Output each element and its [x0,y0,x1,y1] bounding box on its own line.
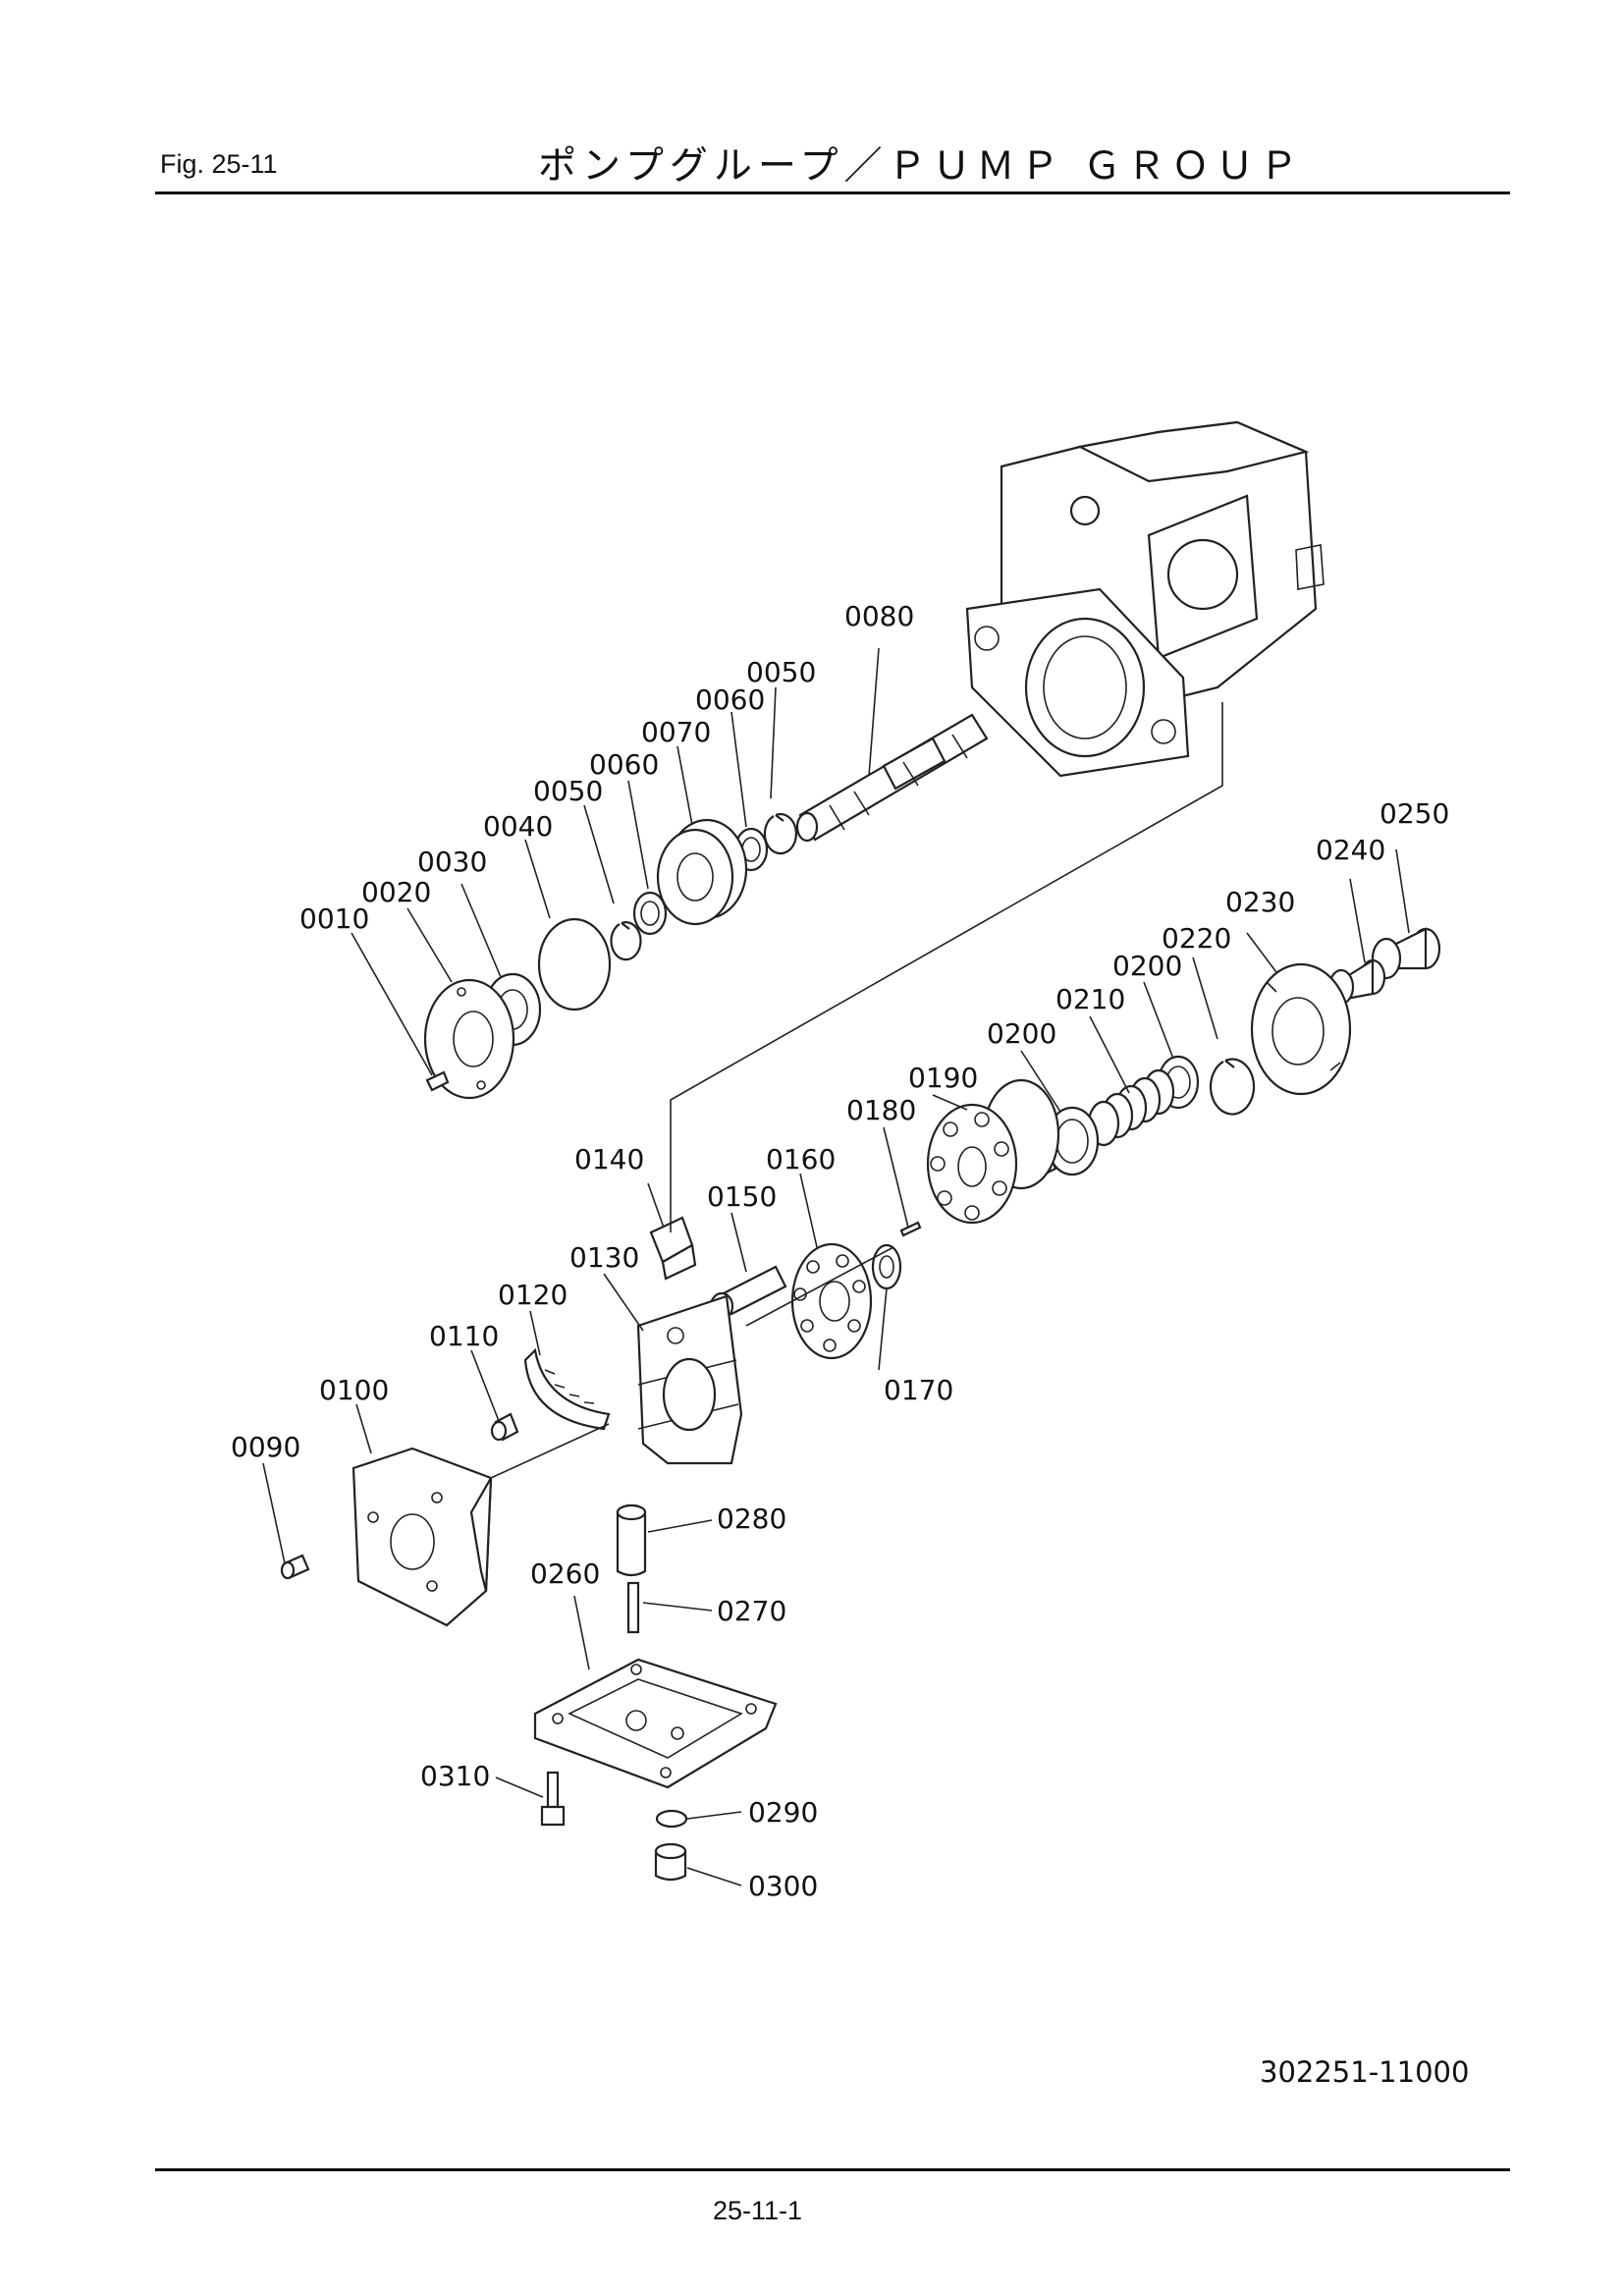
part-label-0180: 0180 [846,1094,916,1126]
part-label-0050a: 0050 [533,775,603,807]
part-label-0030: 0030 [417,846,487,878]
plate-0230-part [1250,962,1352,1096]
header-rule [155,191,1510,194]
part-label-0150: 0150 [707,1180,777,1213]
swash-plate-0130-part [636,1294,743,1465]
part-label-0240: 0240 [1316,834,1385,866]
part-label-0210: 0210 [1055,983,1125,1015]
washer-0060a-part [632,891,668,936]
pin-0180-part [899,1221,922,1237]
part-label-0260: 0260 [530,1558,600,1590]
part-label-0140: 0140 [574,1143,644,1175]
footer-rule [155,2168,1510,2171]
o-ring-0290-part [655,1809,688,1829]
bushing-0240-part [1327,958,1386,1006]
part-label-0010: 0010 [299,902,369,935]
part-label-0020: 0020 [361,876,431,908]
page-number: 25-11-1 [713,2196,803,2225]
part-label-0160: 0160 [766,1143,836,1175]
part-label-0040: 0040 [483,810,553,843]
shoe-block-0140-part [649,1216,697,1281]
pump-housing-part [965,420,1325,778]
part-number-labels: 0010 0020 0030 0040 0050 0060 0070 0060 … [231,600,1449,1902]
part-label-0310: 0310 [420,1760,490,1792]
figure-number: Fig. 25-11 [160,149,278,179]
part-label-0270: 0270 [717,1595,786,1627]
cover-plate-0020-part [423,978,515,1100]
plug-0300-part [654,1842,687,1882]
drawing-number: 302251-11000 [1260,2055,1470,2089]
pin-0110-part [490,1412,519,1442]
drive-shaft-part [795,713,989,843]
part-label-0280: 0280 [717,1503,786,1535]
cylinder-block-0190-part [926,1078,1060,1225]
part-label-0130: 0130 [569,1241,639,1274]
part-label-0100: 0100 [319,1374,389,1406]
leader-lines [262,647,1410,1886]
cover-0260-part [533,1658,778,1789]
part-label-0170: 0170 [884,1374,953,1406]
page-title: ポンプグループ／ＰＵＭＰ ＧＲＯＵＰ [538,144,1304,189]
bearing-0070-part [656,818,748,926]
part-label-0190: 0190 [908,1062,978,1094]
part-label-0290: 0290 [748,1796,818,1829]
retainer-plate-0160-part [790,1242,873,1360]
part-label-0110: 0110 [429,1320,499,1352]
part-label-0250: 0250 [1380,797,1449,830]
part-label-0220: 0220 [1162,922,1231,955]
part-label-0080: 0080 [844,600,914,632]
part-label-0090: 0090 [231,1431,300,1463]
spline-collar-0170-part [871,1243,902,1290]
spring-0210-part [1087,1068,1175,1147]
assembly-lines [490,702,1223,1479]
part-label-0070: 0070 [641,716,711,748]
part-label-0300: 0300 [748,1870,818,1902]
snap-ring-0050b-part [763,812,798,855]
bushing-0280-part [616,1503,647,1577]
bushing-0250-part [1371,927,1441,980]
screw-0010-part [425,1070,450,1092]
part-label-0060a: 0060 [589,748,659,781]
snap-ring-0220-part [1209,1058,1256,1116]
part-label-0060b: 0060 [695,683,765,716]
snap-ring-0050a-part [610,921,642,961]
part-label-0200a: 0200 [987,1017,1056,1050]
o-ring-0040-part [537,917,612,1011]
support-block-0100-part [352,1447,493,1627]
bearing-segment-0120-part [523,1347,611,1431]
pin-0090-part [280,1554,310,1580]
part-label-0120: 0120 [498,1279,568,1311]
part-label-0050b: 0050 [746,656,816,688]
part-label-0200b: 0200 [1112,950,1182,982]
screw-0310-part [540,1771,566,1827]
pin-0270-part [626,1581,640,1634]
part-label-0230: 0230 [1225,886,1295,918]
